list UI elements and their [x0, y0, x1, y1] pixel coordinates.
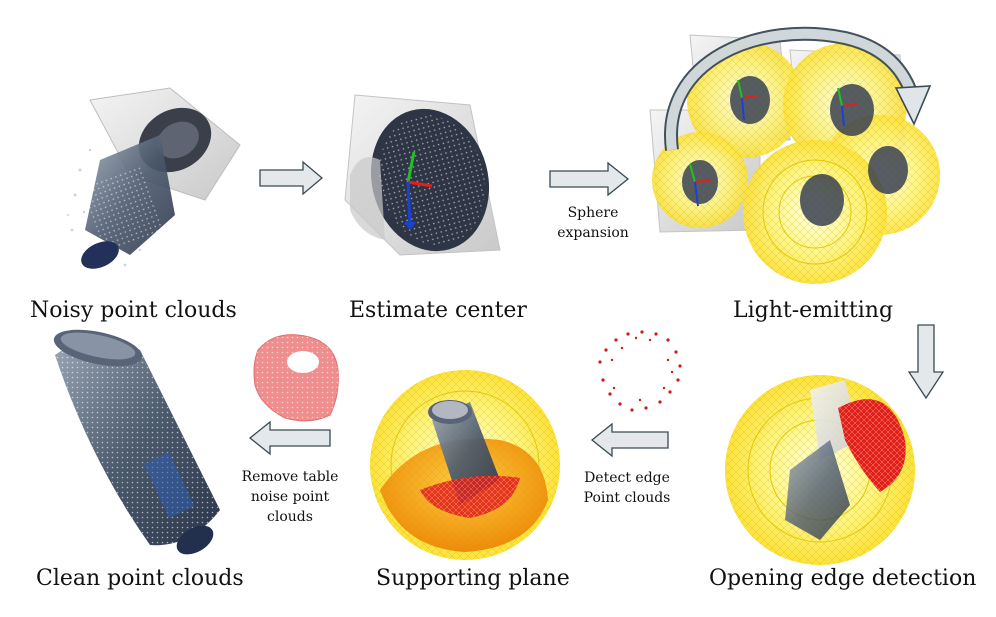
caption-estimate-center: Estimate center — [349, 298, 527, 323]
light-emitting-image — [649, 26, 940, 284]
estimate-center-image — [344, 94, 501, 256]
note-sphere-expansion: Sphere expansion — [548, 203, 638, 243]
caption-noisy-point-clouds: Noisy point clouds — [30, 298, 237, 323]
note-detect-line-1: Detect edge — [584, 470, 670, 486]
note-remove-line-3: clouds — [267, 509, 313, 525]
edge-point-cloud-image — [598, 330, 682, 412]
clean-point-cloud-image — [53, 329, 220, 555]
note-detect-edge: Detect edge Point clouds — [568, 468, 686, 508]
supporting-plane-image — [370, 370, 560, 560]
note-remove-line-1: Remove table — [241, 469, 339, 485]
note-remove-table: Remove table noise point clouds — [238, 467, 342, 527]
caption-opening-edge-detection: Opening edge detection — [709, 566, 977, 591]
arrow-down — [907, 324, 945, 400]
arrow-left-2 — [248, 420, 331, 456]
caption-clean-point-clouds: Clean point clouds — [36, 566, 244, 591]
table-noise-image — [253, 334, 339, 422]
arrow-right-1 — [259, 160, 324, 196]
opening-edge-image — [725, 375, 915, 565]
noisy-point-cloud-image — [67, 87, 241, 269]
note-detect-line-2: Point clouds — [583, 490, 671, 506]
note-sphere-line-1: Sphere — [567, 205, 619, 221]
caption-supporting-plane: Supporting plane — [376, 566, 570, 591]
note-sphere-line-2: expansion — [557, 225, 629, 241]
caption-light-emitting: Light-emitting — [733, 298, 894, 323]
arrow-left-1 — [590, 422, 669, 458]
arrow-right-2 — [549, 161, 630, 197]
note-remove-line-2: noise point — [250, 489, 330, 505]
